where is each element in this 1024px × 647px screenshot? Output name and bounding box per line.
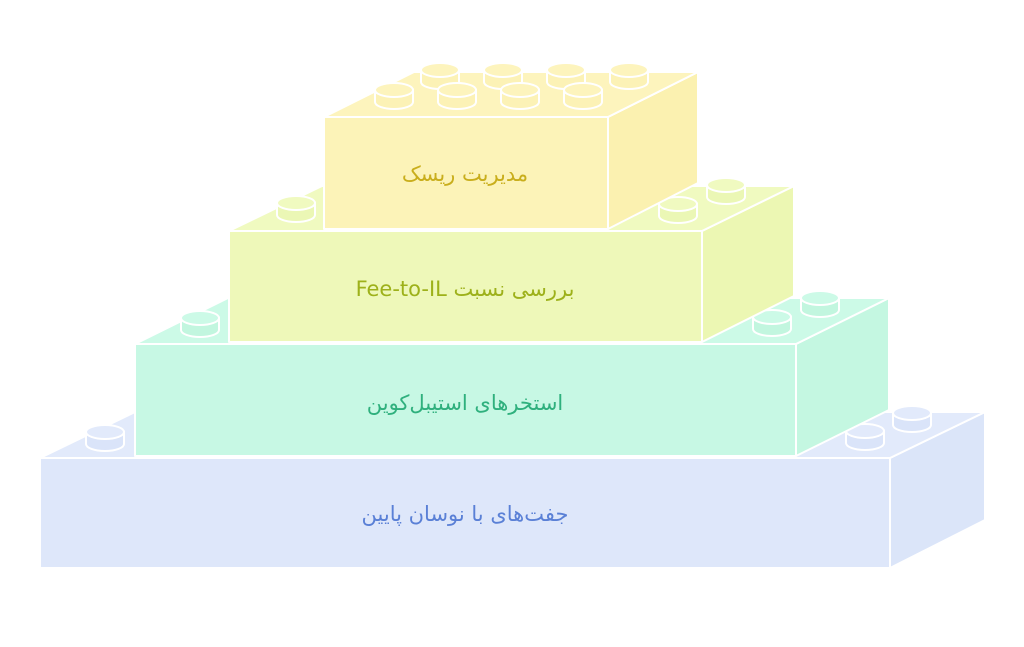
stud: [706, 177, 746, 205]
block-top-label: مدیریت ریسک: [402, 162, 528, 186]
block-top: مدیریت ریسک: [323, 62, 699, 230]
block-second-front-face: [228, 230, 703, 343]
stud: [752, 309, 792, 337]
block-bottom-studs: [85, 405, 932, 452]
block-second-label: بررسی نسبت Fee-to-IL: [356, 277, 575, 301]
block-bottom-front-face: [39, 457, 891, 569]
block-top-studs: [374, 62, 649, 110]
stud: [374, 82, 414, 110]
block-second-studs: [276, 177, 746, 224]
stud: [845, 423, 885, 451]
block-third-label: استخرهای استیبل‌کوین: [367, 391, 564, 415]
stud: [437, 82, 477, 110]
stud: [85, 424, 125, 452]
stud: [609, 62, 649, 90]
block-bottom-label: جفت‌های با نوسان پایین: [362, 502, 569, 526]
block-third-front-face: [134, 343, 797, 457]
stud: [563, 82, 603, 110]
stud: [180, 310, 220, 338]
block-third-studs: [180, 290, 840, 338]
stud: [500, 82, 540, 110]
stud: [892, 405, 932, 433]
stud: [276, 195, 316, 223]
block-top-front-face: [323, 116, 609, 230]
stud: [800, 290, 840, 318]
